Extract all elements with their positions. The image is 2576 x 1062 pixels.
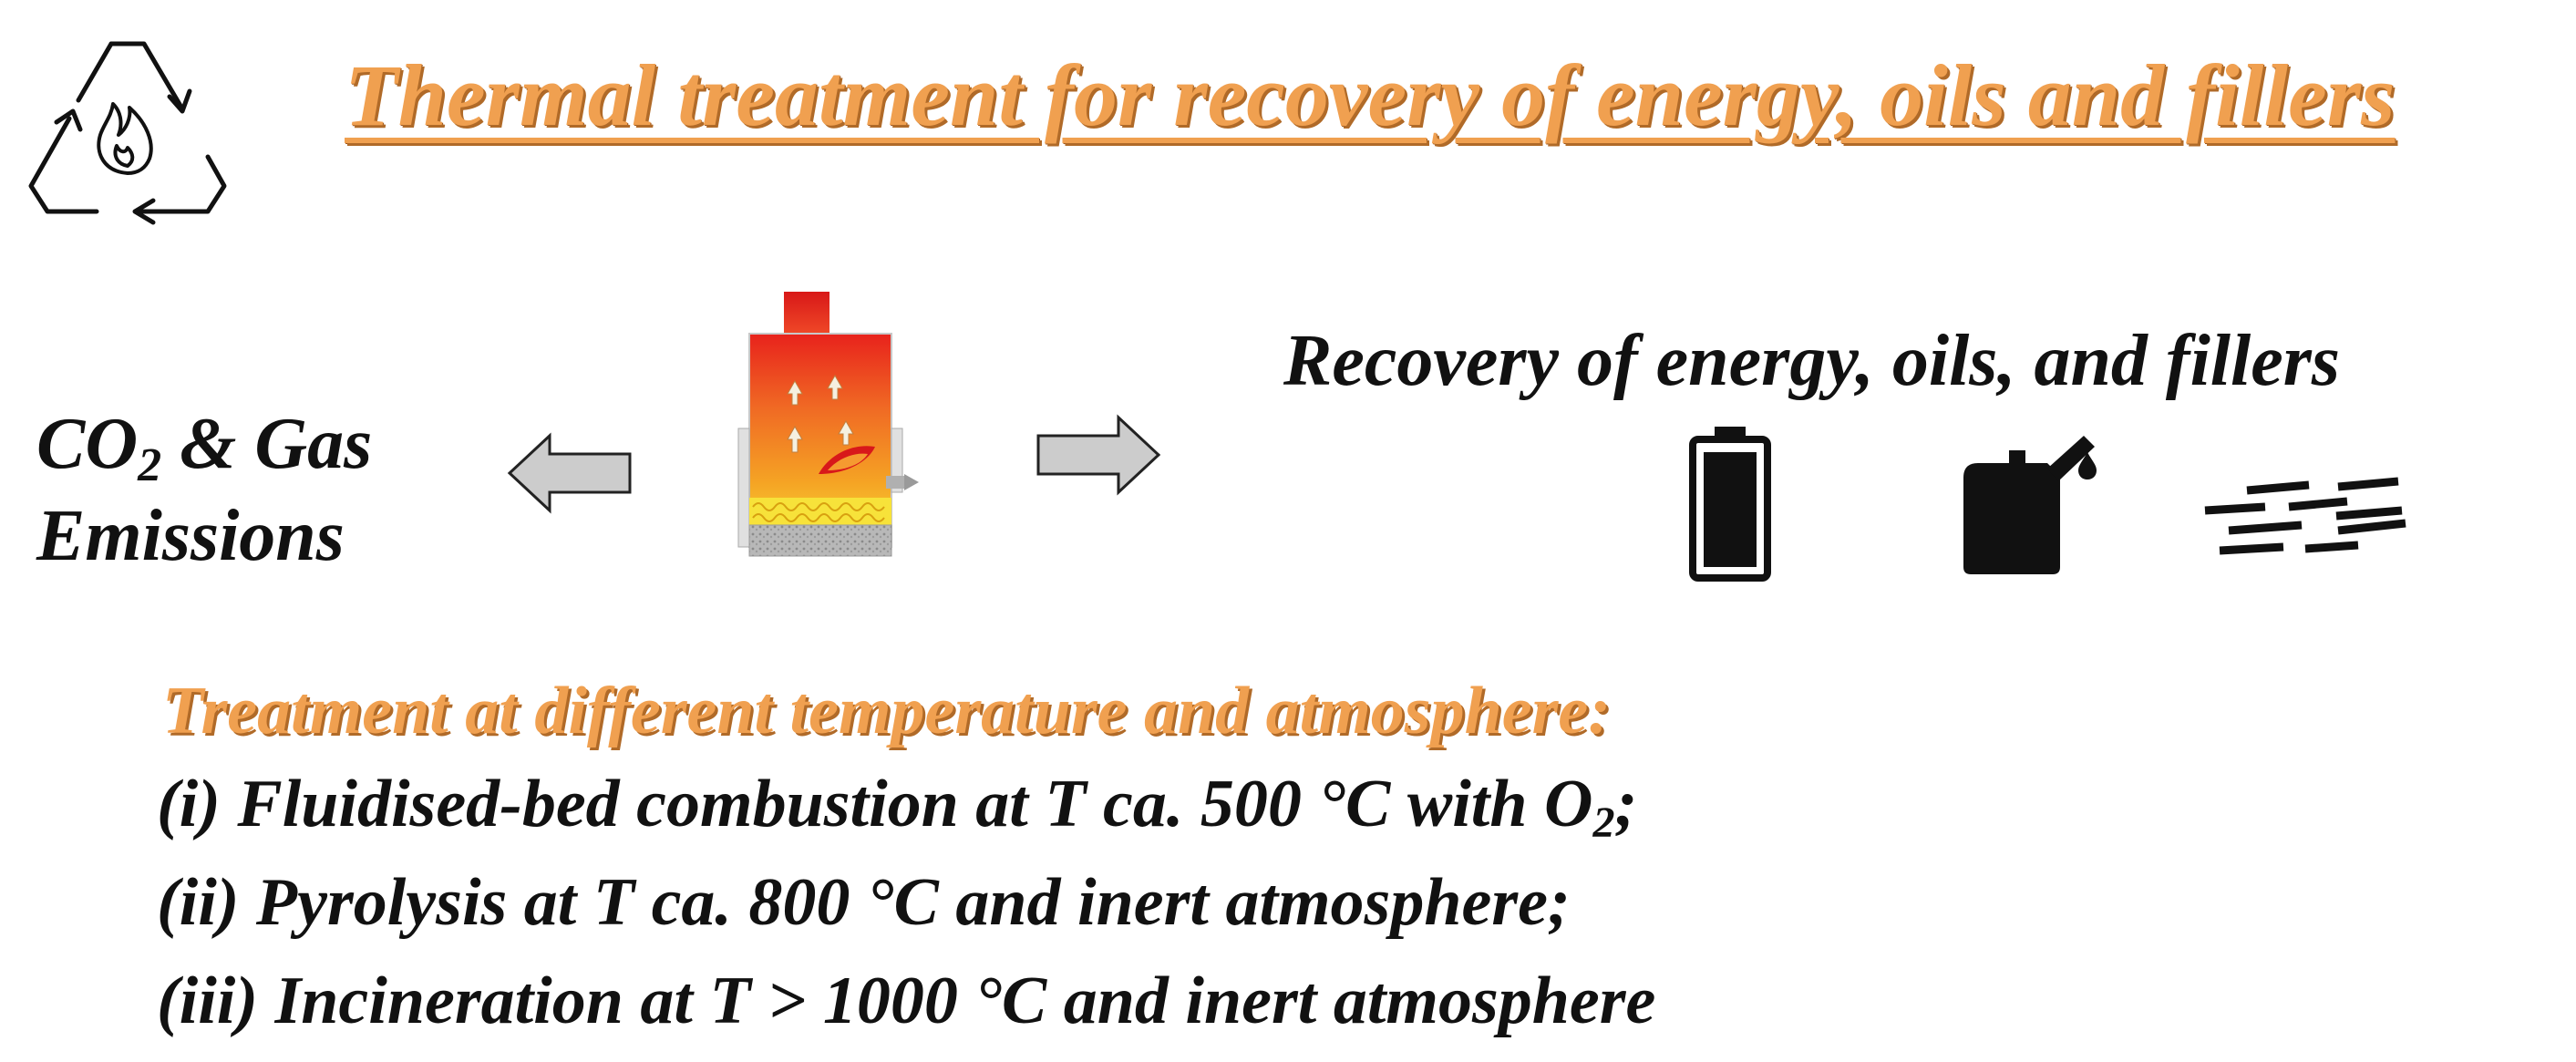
treatment-item-3: (iii) Incineration at T > 1000 °C and in… xyxy=(157,964,1656,1038)
treatment-heading: Treatment at different temperature and a… xyxy=(162,674,1611,748)
emissions-line-2: Emissions xyxy=(36,496,345,577)
treatment-item-2: (ii) Pyrolysis at T ca. 800 °C and inert… xyxy=(157,865,1571,940)
treatment-item-1: (i) Fluidised-bed combustion at T ca. 50… xyxy=(157,767,1638,847)
recovery-title: Recovery of energy, oils, and fillers xyxy=(1283,321,2341,401)
fuel-canister-icon xyxy=(1963,436,2097,574)
emissions-label: CO2 & Gas Emissions xyxy=(36,401,419,580)
battery-icon xyxy=(1689,427,1771,582)
furnace-illustration xyxy=(737,292,919,557)
filler-fibers-icon xyxy=(2204,477,2406,555)
arrow-right-icon xyxy=(1036,414,1161,496)
recycle-flame-icon xyxy=(28,41,227,225)
arrow-left-icon xyxy=(507,432,632,514)
emissions-line-1: CO2 & Gas xyxy=(36,404,373,491)
page-title: Thermal treatment for recovery of energy… xyxy=(345,46,2396,144)
